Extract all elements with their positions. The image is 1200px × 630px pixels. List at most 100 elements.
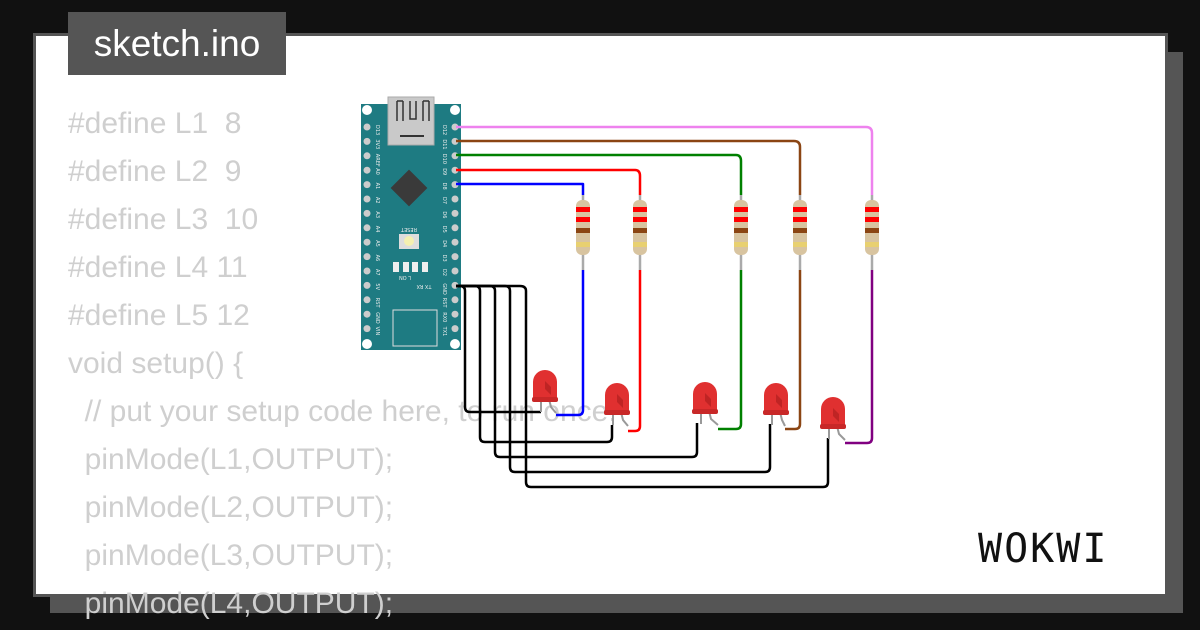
pin-a0[interactable] <box>364 167 371 174</box>
code-line: #define L2 9 <box>68 155 242 188</box>
pin-label: D4 <box>441 240 447 247</box>
code-line: #define L3 10 <box>68 203 259 236</box>
resistor-4[interactable] <box>793 195 807 270</box>
wire-r4-led4 <box>785 270 800 429</box>
pin-label: A4 <box>374 226 380 233</box>
code-line: // put your setup code here, to run once… <box>68 395 617 428</box>
pin-rx0[interactable] <box>452 311 459 318</box>
pin-a7[interactable] <box>364 268 371 275</box>
pin-label: D12 <box>441 125 447 135</box>
pin-label: D8 <box>441 183 447 190</box>
pin-d4[interactable] <box>452 239 459 246</box>
pin-label: D11 <box>441 139 447 149</box>
pin-label: A1 <box>374 183 380 190</box>
pin-label: GND <box>441 283 447 295</box>
pin-label: D7 <box>441 197 447 204</box>
pin-a5[interactable] <box>364 239 371 246</box>
led-5[interactable] <box>820 397 846 440</box>
arduino-nano[interactable]: RESET L ON TX RX D13 3V3AREFA0A1A2A3A4A5A… <box>361 97 461 350</box>
pin-d2[interactable] <box>452 268 459 275</box>
pin-aref[interactable] <box>364 152 371 159</box>
pin-label: RX0 <box>441 312 447 322</box>
pin-a6[interactable] <box>364 253 371 260</box>
pin-rst[interactable] <box>452 296 459 303</box>
wire-gnd-led5 <box>456 286 828 487</box>
pin-label: VIN <box>374 327 380 336</box>
code-line: pinMode(L1,OUTPUT); <box>68 443 394 476</box>
txrx-label: TX RX <box>416 283 433 289</box>
resistor-3[interactable] <box>734 195 748 270</box>
wire-d8 <box>456 184 583 195</box>
led-1[interactable] <box>532 370 558 413</box>
pin-d5[interactable] <box>452 224 459 231</box>
pin-3v3[interactable] <box>364 138 371 145</box>
code-preview: #define L1 8 #define L2 9 #define L3 10 #de… <box>68 100 617 628</box>
code-line: pinMode(L2,OUTPUT); <box>68 491 394 524</box>
wire-d12 <box>456 127 872 195</box>
usb-connector <box>388 97 434 145</box>
pin-a2[interactable] <box>364 196 371 203</box>
pin-label: D6 <box>441 211 447 218</box>
resistor-1[interactable] <box>576 195 590 270</box>
pin-label: D5 <box>441 226 447 233</box>
pin-label: A7 <box>374 269 380 276</box>
wire-gnd-led1 <box>456 286 541 412</box>
pin-label: GND <box>374 312 380 324</box>
pin-tx1[interactable] <box>452 325 459 332</box>
pin-a1[interactable] <box>364 181 371 188</box>
resistor-2[interactable] <box>633 195 647 270</box>
pin-d7[interactable] <box>452 196 459 203</box>
pin-label: A2 <box>374 197 380 204</box>
pin-label: A3 <box>374 211 380 218</box>
wire-gnd-led2 <box>456 286 612 442</box>
led-2[interactable] <box>604 383 630 426</box>
led-3[interactable] <box>692 382 718 425</box>
pin-label: A5 <box>374 240 380 247</box>
wire-gnd-led4 <box>456 286 770 472</box>
pin-vin[interactable] <box>364 325 371 332</box>
wire-r5-led5 <box>845 270 872 443</box>
pin-label: A6 <box>374 255 380 262</box>
led-4[interactable] <box>763 383 789 426</box>
pin-5v[interactable] <box>364 282 371 289</box>
pin-d9[interactable] <box>452 167 459 174</box>
pin-label: AREF <box>374 154 380 167</box>
wire-d10 <box>456 155 741 195</box>
pin-label: RST <box>374 298 380 309</box>
icsp-header <box>393 310 437 346</box>
resistor-5[interactable] <box>865 195 879 270</box>
led-labels: L ON <box>399 274 411 280</box>
circuit-diagram: RESET L ON TX RX D13 3V3AREFA0A1A2A3A4A5A… <box>0 0 1200 594</box>
wokwi-logo: WOKWI <box>978 526 1109 572</box>
pin-rst[interactable] <box>364 296 371 303</box>
pin-label: 3V3 <box>374 139 380 149</box>
wire-d9 <box>456 170 640 195</box>
pin-a3[interactable] <box>364 210 371 217</box>
code-line: #define L5 12 <box>68 299 250 332</box>
pin-label: D9 <box>441 168 447 175</box>
code-line: pinMode(L3,OUTPUT); <box>68 539 394 572</box>
pin-d13[interactable] <box>364 124 371 131</box>
code-line: pinMode(L4,OUTPUT); <box>68 587 394 620</box>
pin-d12[interactable] <box>452 124 459 131</box>
code-line: #define L4 11 <box>68 251 248 284</box>
pin-d11[interactable] <box>452 138 459 145</box>
pin-label: TX1 <box>441 326 447 337</box>
wire-r1-led1 <box>556 270 583 415</box>
wire-r3-led3 <box>718 270 741 429</box>
pin-d3[interactable] <box>452 253 459 260</box>
pin-label: A0 <box>374 168 380 175</box>
pin-label: D13 <box>374 125 380 135</box>
code-line: #define L1 8 <box>68 107 242 140</box>
pin-label: 5V <box>374 283 380 290</box>
code-line: void setup() { <box>68 347 244 380</box>
pin-d6[interactable] <box>452 210 459 217</box>
pin-a4[interactable] <box>364 224 371 231</box>
reset-label: RESET <box>400 226 417 232</box>
wire-d11 <box>456 141 800 195</box>
pin-gnd[interactable] <box>364 311 371 318</box>
file-tab[interactable]: sketch.ino <box>68 12 286 75</box>
pin-label: D10 <box>441 154 447 164</box>
pin-label: D2 <box>441 269 447 276</box>
wire-gnd-led3 <box>456 286 697 457</box>
